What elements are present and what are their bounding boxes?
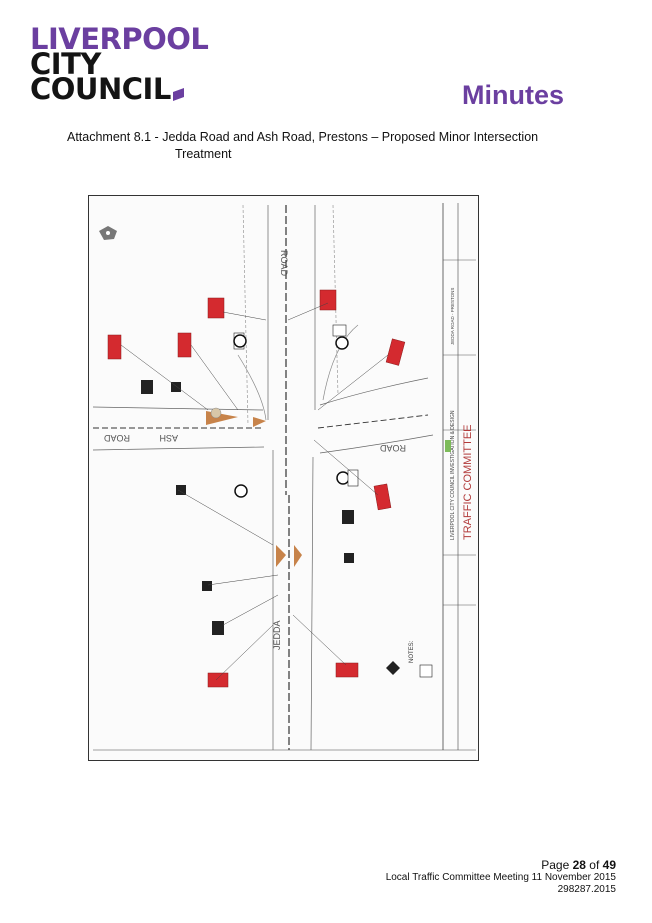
chevron-sign-icon: [344, 553, 354, 563]
no-entry-sign-icon: [336, 471, 350, 485]
road-label-north: ROAD: [279, 250, 289, 277]
road-label-ash: ASH: [159, 433, 178, 443]
document-type-heading: Minutes: [461, 80, 564, 110]
keep-left-arrow-sign-icon: [342, 510, 354, 524]
chevron-sign-icon: [171, 382, 181, 392]
title-block-project: JEDDA ROAD - PRESTONS: [450, 288, 455, 345]
logo-line-2: CITY: [30, 47, 101, 81]
ped-crossing-sign-icon: [386, 661, 400, 675]
council-logo: LIVERPOOL CITY COUNCIL: [30, 22, 209, 104]
info-sign-icon: [419, 664, 433, 678]
logo-mark-icon: [172, 87, 184, 102]
keep-left-sign-icon: [332, 324, 347, 337]
no-entry-sign-icon: [335, 336, 349, 350]
keep-left-sign-icon: [347, 469, 359, 487]
title-block-committee: TRAFFIC COMMITTEE: [462, 425, 474, 541]
attachment-label: Attachment 8.1 -: [67, 130, 163, 144]
attachment-title-line-1: Jedda Road and Ash Road, Prestons – Prop…: [162, 130, 539, 144]
warning-signs: [107, 289, 406, 688]
title-block-council: LIVERPOOL CITY COUNCIL INVESTIGATION & D…: [450, 410, 456, 540]
chevron-sign-icon: [176, 485, 186, 495]
page-number: 28: [572, 858, 586, 872]
meeting-name: Local Traffic Committee Meeting 11 Novem…: [385, 872, 616, 883]
warning-sign-icon: [207, 297, 225, 319]
page-number-line: Page 28 of 49: [541, 858, 616, 872]
logo-line-1: LIVERPOOL: [30, 22, 209, 56]
traffic-islands: [206, 407, 302, 567]
road-label-jedda: JEDDA: [272, 620, 282, 650]
page-footer: Page 28 of 49 Local Traffic Committee Me…: [386, 858, 616, 896]
no-entry-sign-icon: [233, 334, 247, 348]
page-total: 49: [602, 858, 616, 872]
warning-sign-icon: [107, 334, 122, 360]
logo-line-3: COUNCIL: [30, 75, 208, 104]
warning-sign-icon: [373, 483, 392, 511]
warning-sign-icon: [177, 332, 192, 358]
attachment-title-line-2: Treatment: [175, 147, 232, 161]
regulatory-signs: [141, 324, 433, 678]
warning-sign-icon: [335, 662, 359, 678]
chevron-sign-icon: [202, 581, 212, 591]
attachment-caption: Attachment 8.1 - Jedda Road and Ash Road…: [67, 129, 567, 163]
leader-lines: [120, 302, 389, 681]
document-reference: 298287.2015: [557, 884, 616, 895]
road-label-west: ROAD: [103, 433, 130, 443]
warning-sign-icon: [207, 672, 229, 688]
keep-left-arrow-sign-icon: [212, 621, 224, 635]
keep-left-arrow-sign-icon: [141, 380, 153, 394]
north-arrow-icon: [99, 226, 117, 240]
title-block: LIVERPOOL CITY COUNCIL INVESTIGATION & D…: [443, 259, 476, 606]
no-entry-sign-icon: [234, 484, 248, 498]
warning-sign-icon: [385, 338, 406, 366]
title-block-logo-icon: [445, 440, 451, 452]
intersection-plan-drawing: LIVERPOOL CITY COUNCIL INVESTIGATION & D…: [88, 195, 479, 761]
warning-sign-icon: [319, 289, 337, 311]
road-label-east: ROAD: [379, 443, 406, 453]
plan-notes-label: NOTES:: [409, 640, 415, 663]
